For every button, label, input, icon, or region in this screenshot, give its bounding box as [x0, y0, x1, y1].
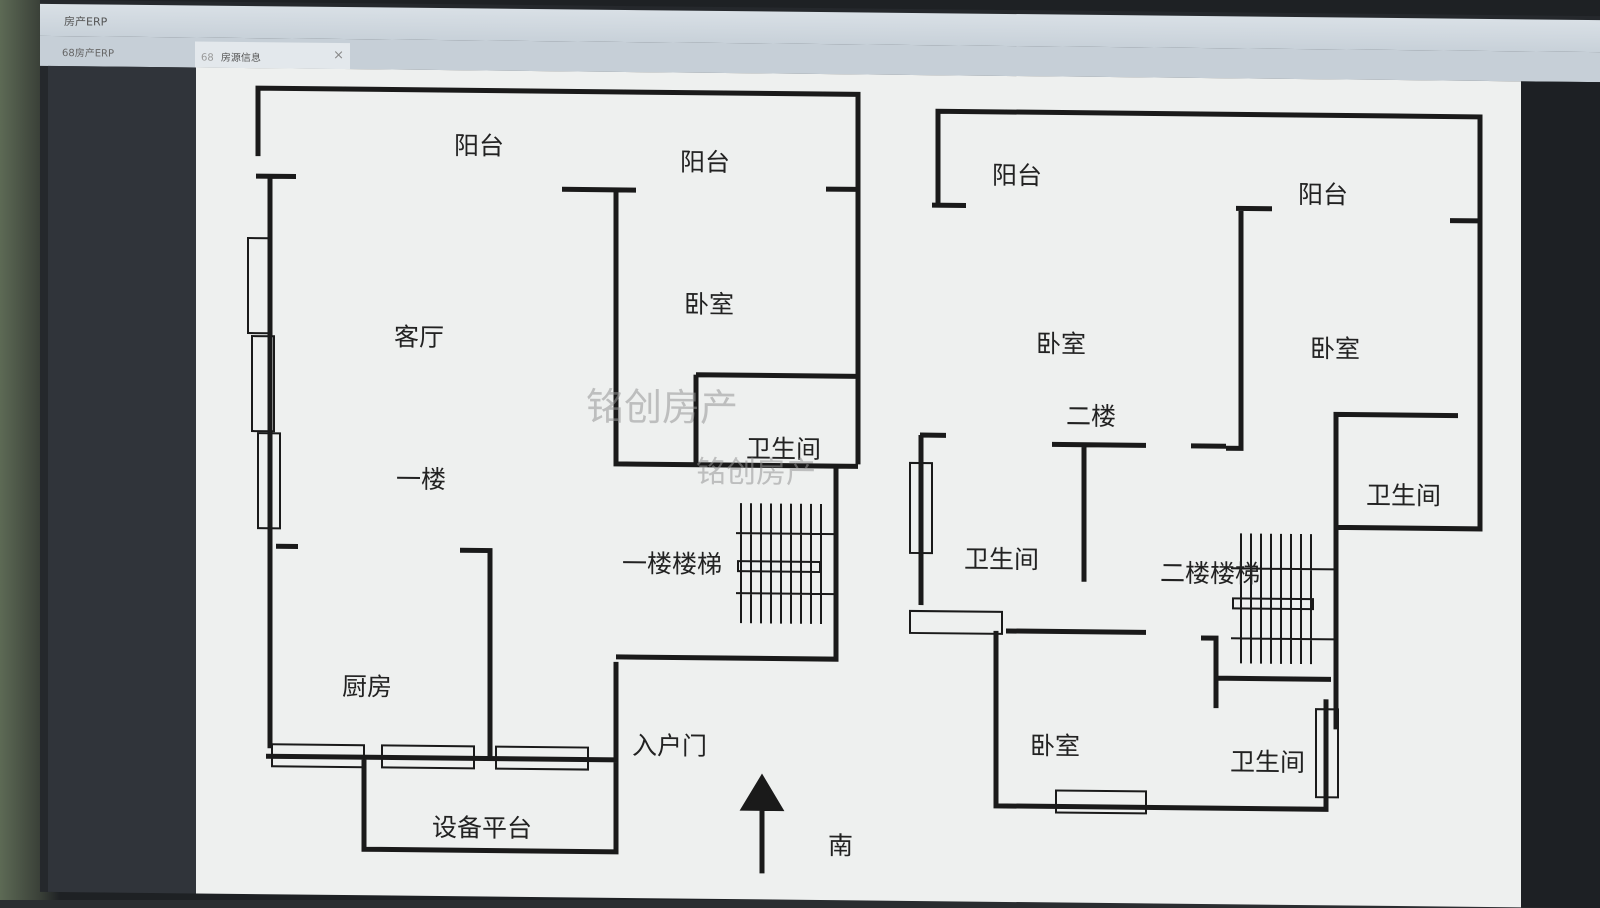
- label-bedroom-2a: 卧室: [1036, 329, 1087, 359]
- tab-label: 房源信息: [220, 52, 261, 65]
- close-icon[interactable]: ×: [333, 47, 344, 64]
- label-balcony-1b: 阳台: [680, 147, 731, 178]
- app-title: 房产ERP: [64, 15, 108, 29]
- label-balcony-1a: 阳台: [454, 131, 505, 161]
- floor-plan-walls: [247, 85, 1483, 874]
- floor-plan-image: 阳台 阳台 卧室 客厅 卫生间 一楼 一楼楼梯 厨房 入户门 设备平台 南 阳台…: [196, 67, 1521, 908]
- tab-listing-info[interactable]: 68 房源信息 ×: [195, 41, 350, 70]
- watermark: 铭创房产: [586, 384, 739, 431]
- label-kitchen: 厨房: [342, 671, 393, 702]
- screen: 房产ERP 68房产ERP 68 房源信息 × 阳台 阳台 卧室 客厅 卫生间 …: [40, 0, 1600, 908]
- screen-edge: [1521, 81, 1600, 908]
- label-balcony-2b: 阳台: [1298, 180, 1349, 210]
- label-entrance: 入户门: [632, 731, 708, 761]
- watermark-small: 铭创房产: [696, 454, 816, 491]
- label-floor-1: 一楼: [396, 464, 447, 495]
- label-equipment-platform: 设备平台: [432, 812, 533, 843]
- label-stairs-1: 一楼楼梯: [622, 548, 723, 579]
- label-bedroom-2c: 卧室: [1030, 731, 1081, 761]
- side-panel: [48, 65, 196, 894]
- label-living-room: 客厅: [394, 322, 445, 353]
- label-balcony-2a: 阳台: [992, 160, 1043, 191]
- label-floor-2: 二楼: [1066, 401, 1117, 432]
- label-bedroom-1: 卧室: [684, 289, 735, 320]
- label-bathroom-2a: 卫生间: [1366, 480, 1442, 511]
- label-bedroom-2b: 卧室: [1310, 334, 1361, 364]
- label-bathroom-2b: 卫生间: [964, 544, 1040, 575]
- tab-home[interactable]: 68房产ERP: [62, 48, 115, 60]
- label-bathroom-2c: 卫生间: [1230, 747, 1306, 778]
- label-compass-south: 南: [828, 831, 854, 861]
- label-stairs-2: 二楼楼梯: [1160, 558, 1261, 589]
- tab-icon: 68: [201, 52, 214, 64]
